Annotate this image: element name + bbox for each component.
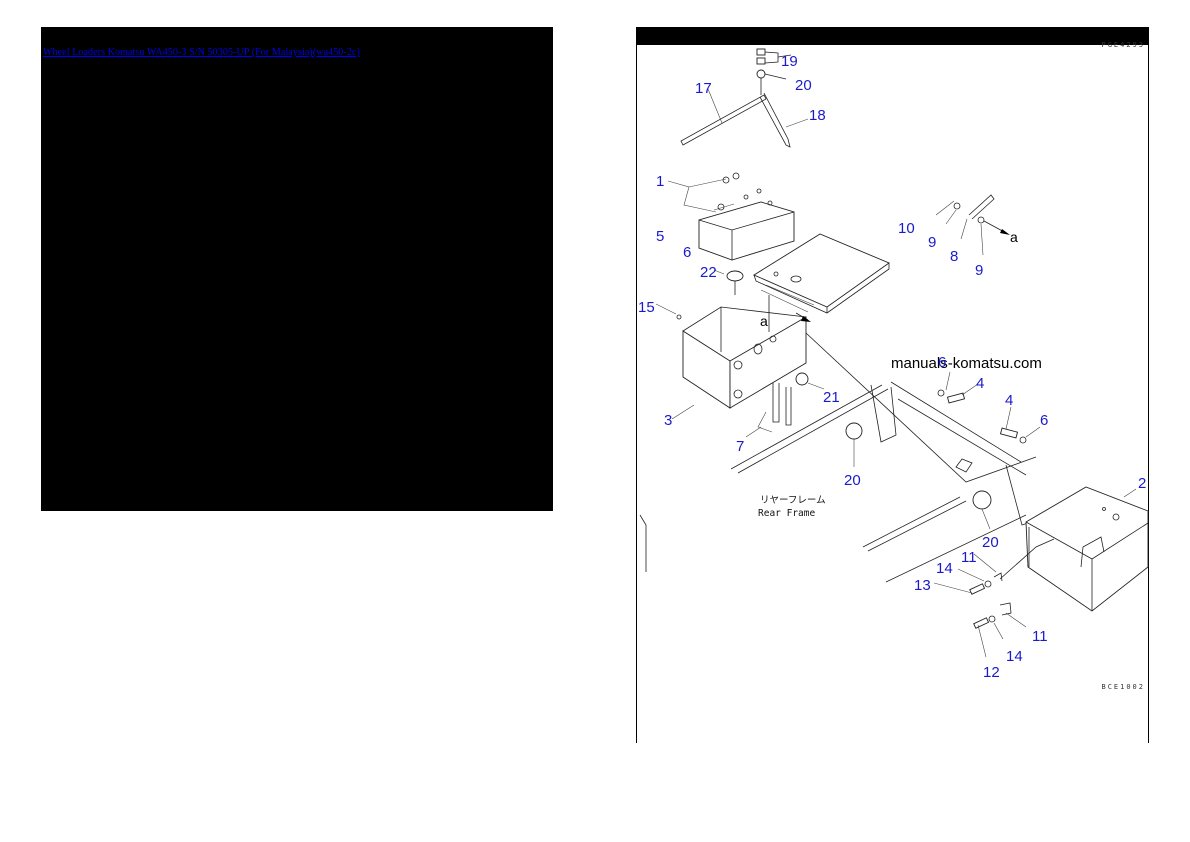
rear-frame-label-en: Rear Frame <box>758 508 815 519</box>
battery-box <box>655 295 807 420</box>
battery-tray <box>753 233 890 314</box>
reference-marker-a-bracket: a <box>1010 229 1018 245</box>
callout-4-upper: 4 <box>976 375 984 392</box>
callout-10: 10 <box>898 220 915 237</box>
callout-12: 12 <box>983 664 1000 681</box>
document-viewer-panel: Wheel Loaders Komatsu WA450-3 S/N 50305-… <box>41 27 553 511</box>
callout-11-lower: 11 <box>1032 628 1048 645</box>
callout-14-lower: 14 <box>1006 648 1023 665</box>
fasteners <box>795 194 1055 658</box>
callout-19: 20 <box>795 77 812 94</box>
callout-15: 15 <box>638 299 655 316</box>
callout-17: 18 <box>809 107 826 124</box>
page-header-bar <box>636 27 1149 45</box>
callout-21: 21 <box>823 389 840 406</box>
callout-7: 7 <box>736 438 744 455</box>
callout-20-left: 20 <box>844 472 861 489</box>
callout-3: 3 <box>664 412 672 429</box>
rubber-mounts <box>713 269 992 530</box>
page-border-left <box>636 45 637 743</box>
battery-hold-down-assembly <box>680 48 809 148</box>
page-border-right <box>1148 45 1149 743</box>
rear-frame <box>639 332 1037 583</box>
callout-2: 2 <box>1138 475 1146 492</box>
callout-6-left: 6 <box>683 244 691 261</box>
callout-14-upper: 14 <box>936 560 953 577</box>
callout-6-mid: 6 <box>938 354 946 371</box>
callout-5: 5 <box>656 228 664 245</box>
callout-8: 8 <box>950 248 958 265</box>
callout-6-right: 6 <box>1040 412 1048 429</box>
illustration-code-top: PGE4293 <box>1101 41 1145 49</box>
callout-13: 13 <box>914 577 931 594</box>
exploded-parts-drawing: 19 20 17 18 1 5 6 22 15 a 10 9 8 9 a man… <box>638 48 1149 681</box>
parts-diagram-page: PGE4293 BCE1002 <box>636 27 1149 743</box>
watermark-text: manuals-komatsu.com <box>891 355 1042 372</box>
callout-9-left: 9 <box>928 234 936 251</box>
tool-box <box>1025 486 1149 612</box>
rear-frame-label-jp: リヤーフレーム <box>760 495 826 506</box>
callout-9-right: 9 <box>975 262 983 279</box>
callout-16: 17 <box>695 80 712 97</box>
callout-22: 22 <box>700 264 717 281</box>
callout-20-right: 20 <box>982 534 999 551</box>
callout-1: 1 <box>656 173 664 190</box>
reference-marker-a-box: a <box>760 313 768 329</box>
callout-11-upper: 11 <box>961 549 977 566</box>
callout-18: 19 <box>781 53 798 70</box>
manual-title-link[interactable]: Wheel Loaders Komatsu WA450-3 S/N 50305-… <box>43 47 360 58</box>
bracket <box>745 383 792 438</box>
callout-labels: 19 20 17 18 1 5 6 22 15 a 10 9 8 9 a man… <box>638 53 1146 681</box>
callout-4-lower: 4 <box>1005 392 1013 409</box>
illustration-code-bottom: BCE1002 <box>1101 683 1145 691</box>
battery <box>667 172 795 261</box>
